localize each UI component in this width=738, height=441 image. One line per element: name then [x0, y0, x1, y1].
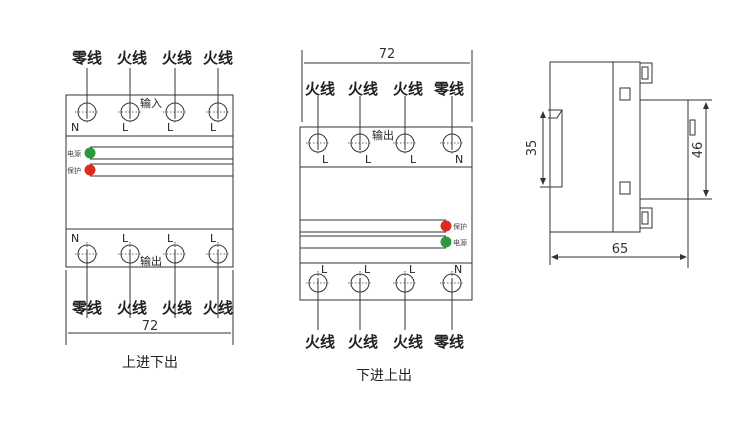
wire-label: 火线: [117, 299, 147, 317]
indicator-label: 电源: [453, 238, 467, 247]
protect-indicator-icon: [84, 164, 96, 176]
wire-label: 火线: [203, 49, 233, 67]
width-dimension: 72: [379, 47, 396, 62]
terminal-label: N: [71, 232, 79, 245]
terminal-label: L: [167, 232, 174, 245]
terminal-label: L: [210, 232, 217, 245]
width-dimension: 72: [142, 319, 159, 334]
wire-label: 火线: [162, 49, 192, 67]
terminal-label: N: [454, 263, 462, 276]
wire-label: 零线: [71, 299, 102, 317]
wire-label: 火线: [162, 299, 192, 317]
wire-label: 火线: [348, 80, 378, 98]
protect-indicator-icon: [440, 220, 452, 232]
wire-label: 火线: [393, 333, 423, 351]
block-label: 输出: [140, 254, 162, 268]
front-view-bottom-in: 72 火线 火线 火线 零线 L L L N L L L N 输出 保护 电源 …: [299, 47, 473, 384]
terminal-label: L: [410, 153, 417, 166]
power-indicator-icon: [84, 147, 96, 159]
wire-label: 火线: [117, 49, 147, 67]
indicator-label: 电源: [67, 149, 81, 158]
wire-label: 火线: [305, 80, 335, 98]
front-view-top-in: 零线 火线 火线 火线 N L L L N L L L 输入 输出 电源 保护: [65, 49, 234, 371]
height-dimension: 46: [691, 142, 706, 159]
terminal-label: L: [365, 153, 372, 166]
terminal-label: L: [122, 121, 129, 134]
side-view: 35 46 65: [525, 61, 712, 268]
power-indicator-icon: [440, 236, 452, 248]
block-label: 输入: [140, 96, 162, 110]
wire-label: 火线: [305, 333, 335, 351]
depth-dimension: 65: [612, 242, 629, 257]
terminal-label: L: [321, 263, 328, 276]
terminal-label: N: [455, 153, 463, 166]
rail-dimension: 35: [525, 140, 540, 157]
terminal-label: L: [210, 121, 217, 134]
block-label: 输出: [372, 128, 394, 142]
wire-label: 零线: [71, 49, 102, 67]
terminal-label: L: [364, 263, 371, 276]
terminal-label: L: [167, 121, 174, 134]
terminal-label: N: [71, 121, 79, 134]
indicator-label: 保护: [67, 166, 81, 175]
wire-label: 零线: [433, 80, 464, 98]
terminal-label: L: [409, 263, 416, 276]
wire-label: 火线: [203, 299, 233, 317]
wire-label: 火线: [348, 333, 378, 351]
wire-label: 火线: [393, 80, 423, 98]
terminal-label: L: [122, 232, 129, 245]
indicator-label: 保护: [453, 222, 467, 231]
terminal-label: L: [322, 153, 329, 166]
caption: 上进下出: [122, 355, 178, 371]
caption: 下进上出: [356, 368, 412, 384]
wire-label: 零线: [433, 333, 464, 351]
left-top-labels: 零线 火线 火线 火线: [71, 49, 233, 67]
